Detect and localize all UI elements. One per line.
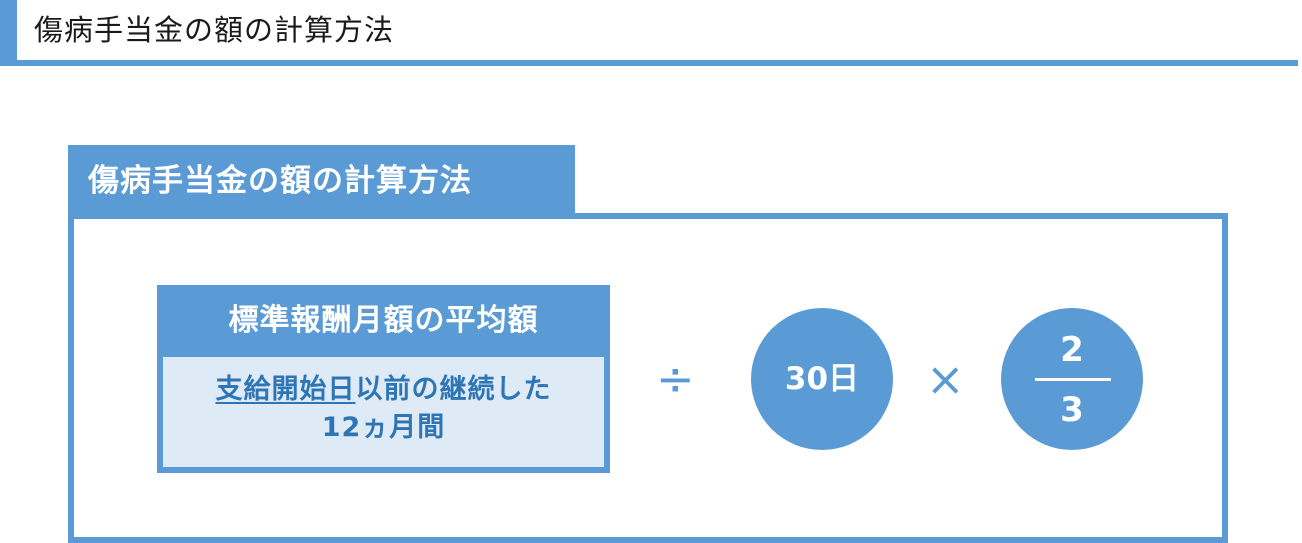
term-title: 標準報酬月額の平均額 — [228, 303, 539, 338]
multiply-icon: × — [926, 352, 965, 406]
fraction-circle: 2 3 — [1001, 308, 1143, 450]
heading-underline — [0, 60, 1298, 66]
divisor-circle: 30日 — [751, 308, 893, 450]
page-title: 傷病手当金の額の計算方法 — [34, 13, 395, 47]
average-monthly-remuneration-box: 標準報酬月額の平均額 支給開始日以前の継続した 12ヵ月間 — [157, 285, 610, 473]
divide-icon: ÷ — [656, 352, 695, 406]
fraction-numerator: 2 — [1060, 330, 1084, 370]
heading-accent-bar — [0, 0, 17, 66]
divisor-label: 30日 — [784, 361, 860, 397]
term-description: 支給開始日以前の継続した 12ヵ月間 — [163, 357, 604, 467]
term-desc-line1: 以前の継続した — [355, 374, 552, 405]
fraction-bar — [1035, 378, 1111, 381]
fraction-denominator: 3 — [1060, 390, 1084, 430]
term-desc-line2: 12ヵ月間 — [321, 412, 446, 443]
payment-start-date-term: 支給開始日 — [215, 374, 356, 405]
card-title: 傷病手当金の額の計算方法 — [88, 163, 472, 199]
formula-card-tab: 傷病手当金の額の計算方法 — [68, 145, 575, 219]
